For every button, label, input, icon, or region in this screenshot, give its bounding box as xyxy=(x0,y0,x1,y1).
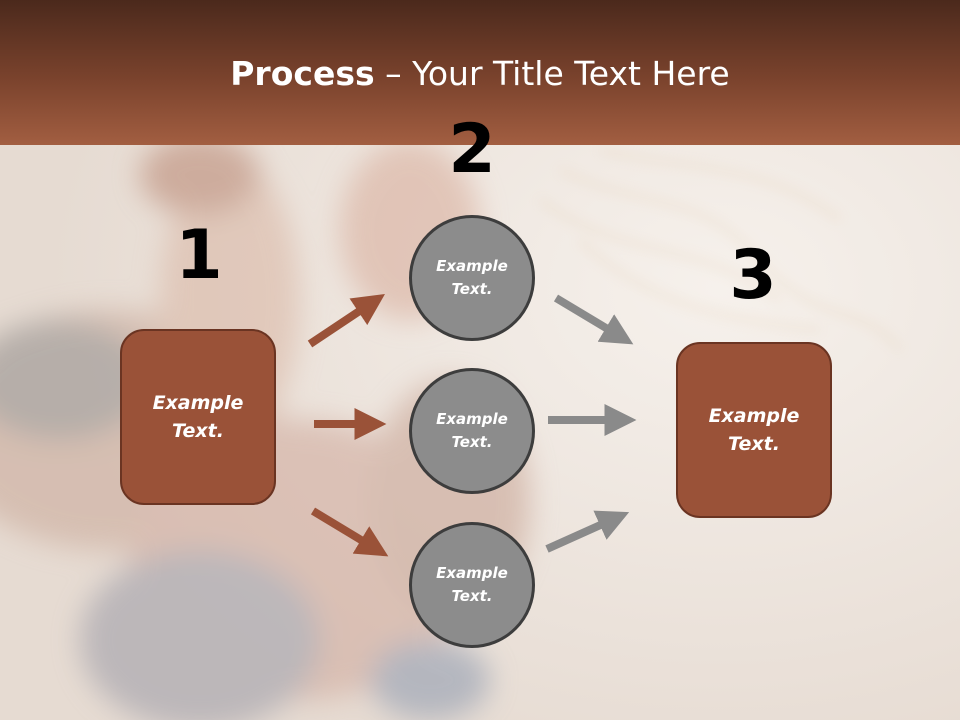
arrow-box1-to-circle-bottom xyxy=(310,507,389,557)
step-1-box: Example Text. xyxy=(120,329,276,505)
slide-title: Process – Your Title Text Here xyxy=(0,54,960,93)
step-2-circle-bottom: Example Text. xyxy=(409,522,535,648)
step-1-label: Example Text. xyxy=(152,391,244,443)
arrow-circle-top-to-box3 xyxy=(553,294,634,345)
arrow-circle-bottom-to-box3 xyxy=(545,510,630,553)
step-number-2: 2 xyxy=(448,110,496,189)
title-bold: Process xyxy=(230,54,375,93)
step-number-1: 1 xyxy=(175,216,223,295)
step-2-circle-top: Example Text. xyxy=(409,215,535,341)
step-3-label: Example Text. xyxy=(708,404,800,456)
step-number-3: 3 xyxy=(729,236,777,315)
step-2-circle-middle: Example Text. xyxy=(409,368,535,494)
circle-top-label: Example Text. xyxy=(436,256,508,298)
circle-middle-label: Example Text. xyxy=(436,409,508,451)
circle-bottom-label: Example Text. xyxy=(436,563,508,605)
step-3-box: Example Text. xyxy=(676,342,832,518)
title-bar xyxy=(0,0,960,145)
title-rest: – Your Title Text Here xyxy=(374,54,730,93)
arrow-box1-to-circle-top xyxy=(307,294,385,348)
